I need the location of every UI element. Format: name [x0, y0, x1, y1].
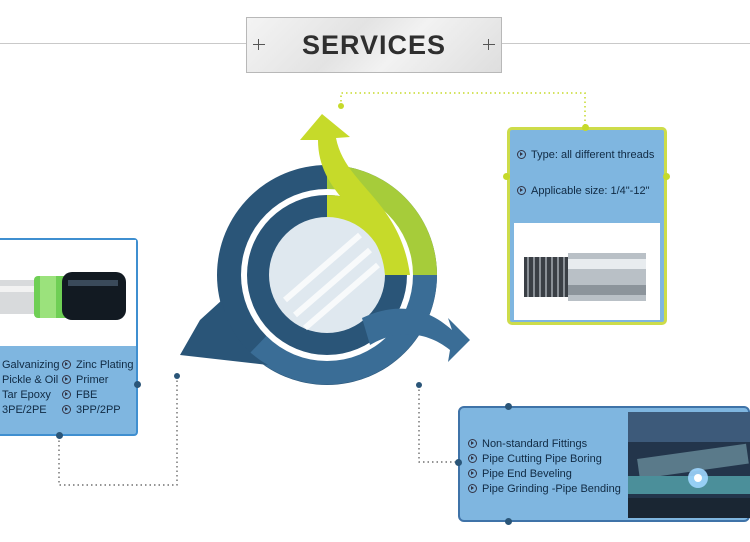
- cycle-mid-segment: [250, 275, 437, 385]
- title-box: SERVICES: [246, 17, 502, 73]
- coating-item: FBE: [62, 389, 97, 401]
- connector-left-dot: [174, 373, 180, 379]
- coating-item: 3PE/2PE: [2, 404, 47, 416]
- cycle-center-photo: [269, 217, 385, 333]
- card-dot: [582, 124, 589, 131]
- workshop-photo: [628, 412, 750, 518]
- card-dot: [663, 173, 670, 180]
- bullet-arrow-icon: [468, 439, 477, 448]
- header-rule-left: [0, 43, 246, 44]
- card-dot: [56, 432, 63, 439]
- connector-top: [340, 92, 586, 127]
- card-dot: [505, 403, 512, 410]
- pipe-thread-image: [514, 223, 660, 320]
- card-dot: [455, 459, 462, 466]
- header-rule-right: [502, 43, 750, 44]
- coating-item: 3PP/2PP: [62, 404, 121, 416]
- coating-item: Galvanizing: [2, 359, 60, 371]
- connector-right: [418, 385, 458, 463]
- card-dot: [503, 173, 510, 180]
- process-item: Pipe End Beveling: [468, 468, 572, 480]
- coated-pipe-image: [0, 240, 136, 346]
- title-tick-left: [253, 39, 265, 50]
- bullet-arrow-icon: [517, 186, 526, 195]
- coating-item: Zinc Plating: [62, 359, 133, 371]
- connector-top-dot: [338, 103, 344, 109]
- connector-left: [58, 376, 178, 486]
- page-title: SERVICES: [301, 30, 447, 60]
- coating-item: Pickle & Oil: [2, 374, 59, 386]
- lime-arrow: [300, 114, 410, 275]
- process-card: Non-standard Fittings Pipe Cutting Pipe …: [458, 406, 750, 522]
- bullet-arrow-icon: [62, 405, 71, 414]
- threads-card: Type: all different threads Applicable s…: [507, 127, 667, 325]
- process-item: Pipe Cutting Pipe Boring: [468, 453, 602, 465]
- threads-item: Type: all different threads: [517, 149, 654, 161]
- card-dot: [505, 518, 512, 525]
- bullet-arrow-icon: [468, 454, 477, 463]
- blue-arrow-right: [362, 308, 470, 362]
- process-item: Non-standard Fittings: [468, 438, 587, 450]
- title-tick-right: [483, 39, 495, 50]
- workshop-illustration: [628, 412, 750, 518]
- threads-item: Applicable size: 1/4"-12": [517, 185, 650, 197]
- bullet-arrow-icon: [468, 484, 477, 493]
- bullet-arrow-icon: [468, 469, 477, 478]
- process-item: Pipe Grinding -Pipe Bending: [468, 483, 621, 495]
- dark-arrow-left: [180, 300, 268, 365]
- bullet-arrow-icon: [62, 390, 71, 399]
- connector-right-dot: [416, 382, 422, 388]
- bullet-arrow-icon: [62, 360, 71, 369]
- coating-item: Primer: [62, 374, 108, 386]
- coated-pipe-illustration: [0, 272, 126, 320]
- bullet-arrow-icon: [62, 375, 71, 384]
- bullet-arrow-icon: [517, 150, 526, 159]
- card-dot: [134, 381, 141, 388]
- coating-item: Tar Epoxy: [2, 389, 51, 401]
- pipe-thread-illustration: [524, 253, 646, 301]
- coating-card: Galvanizing Pickle & Oil Tar Epoxy 3PE/2…: [0, 238, 138, 436]
